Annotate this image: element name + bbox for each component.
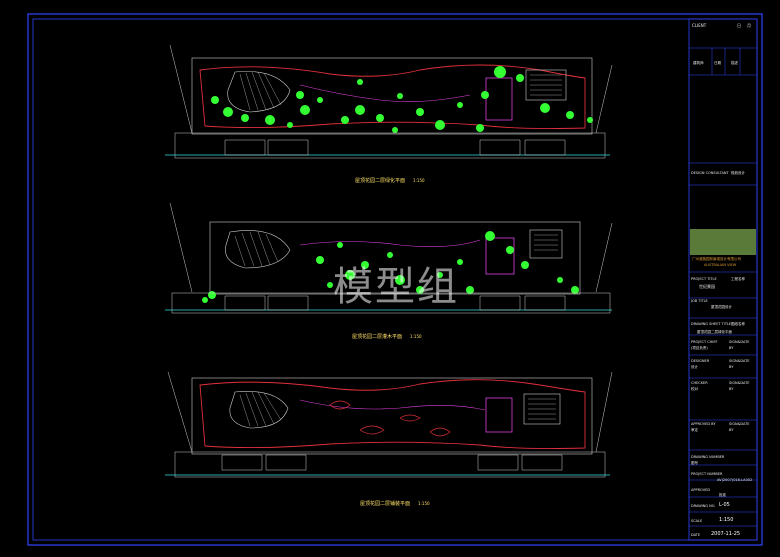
header-architect: 建筑师 <box>693 61 704 65</box>
company-name-en: AUSTRALIAN VIEW <box>704 263 737 267</box>
plan-2-title: 屋顶花园二层灌木平面 1:150 <box>352 333 422 340</box>
outer-frame <box>27 13 763 546</box>
drawing-name: 屋顶花园二层绿化平面 <box>697 330 732 334</box>
date-label: DATE <box>691 533 701 537</box>
plan-2-drawing <box>165 202 613 314</box>
client-label: CLIENT <box>692 23 707 28</box>
design-consultant-value: 规划设计 <box>731 171 745 175</box>
company-name-cn: 广州澳施园林景观设计有限公司 <box>692 257 741 261</box>
client-value-1: 日 <box>737 23 741 28</box>
drawing-title-value: 图纸名称 <box>731 322 745 326</box>
project-name: 世纪景园 <box>699 284 715 289</box>
plan-3-title: 屋顶花园二层铺装平面 1:150 <box>360 500 430 507</box>
approved-by-label: APPROVED BY <box>691 422 716 426</box>
approval-sub: 批准 <box>719 493 726 497</box>
sign-date-1: SIGN&DATE <box>729 340 750 344</box>
plan-3-scale: 1:150 <box>418 501 430 506</box>
plan-2-scale: 1:150 <box>410 334 422 339</box>
drawing-number-label: DRAWING NUMBER <box>691 455 725 459</box>
company-logo-panel <box>690 229 756 255</box>
job-title-value: 屋顶花园设计 <box>711 305 732 309</box>
plan-2-label: 屋顶花园二层灌木平面 <box>352 334 403 340</box>
drawing-no-label: DRAWING NO. <box>691 504 716 508</box>
project-number-label: PROJECT NUMBER <box>691 472 723 476</box>
approval-label: APPROVED <box>691 488 711 492</box>
plan-1-scale: 1:150 <box>413 178 425 183</box>
project-title-label: PROJECT TITLE <box>691 277 717 281</box>
title-block-frame <box>688 18 758 541</box>
design-consultant-label: DESIGN CONSULTANT <box>691 171 729 175</box>
project-title-value: 工程名称 <box>731 277 745 281</box>
plan-1-drawing <box>165 44 613 159</box>
drawing-no-value: L-05 <box>719 502 730 508</box>
approved-by-sub: 审定 <box>691 428 698 432</box>
project-number-value: AV(2007)018-LA002 <box>717 478 753 482</box>
sign-by-3: BY <box>729 387 734 391</box>
project-chief-label: PROJECT CHIEF <box>691 340 718 344</box>
sign-date-3: SIGN&DATE <box>729 381 750 385</box>
plan-1-label: 屋顶花园二层绿化平面 <box>355 178 406 184</box>
project-chief-sub: (项目负责) <box>691 346 708 350</box>
header-desc: 描述 <box>731 61 738 65</box>
plan-3-drawing <box>165 371 613 478</box>
scale-value: 1:150 <box>719 517 734 523</box>
plan-3-label: 屋顶花园二层铺装平面 <box>360 501 411 507</box>
drawing-title-label: DRAWING SHEET TITLE <box>691 322 732 326</box>
designer-label: DESIGNER <box>691 359 710 363</box>
header-date: 日期 <box>714 61 721 65</box>
sign-by-4: BY <box>729 428 734 432</box>
sign-by-2: BY <box>729 365 734 369</box>
drawing-number-sub: 图号 <box>691 461 698 465</box>
checker-sub: 校对 <box>691 387 698 391</box>
checker-label: CHECKER <box>691 381 708 385</box>
sign-date-4: SIGN&DATE <box>729 422 750 426</box>
date-value: 2007-11-25 <box>711 531 741 537</box>
title-block: CLIENT 日 月 建筑师 日期 描述 DESIGN CONSULTANT 规… <box>689 19 757 540</box>
scale-label: SCALE <box>691 519 703 523</box>
title-block-lines <box>689 47 757 527</box>
plan-1-title: 屋顶花园二层绿化平面 1:150 <box>355 177 425 184</box>
job-title-label: JOB TITLE <box>691 299 708 303</box>
client-value-2: 月 <box>747 23 751 28</box>
watermark: 模型组 <box>333 264 459 310</box>
sign-date-2: SIGN&DATE <box>729 359 750 363</box>
sign-by-1: BY <box>729 346 734 350</box>
designer-sub: 设计 <box>691 365 698 369</box>
